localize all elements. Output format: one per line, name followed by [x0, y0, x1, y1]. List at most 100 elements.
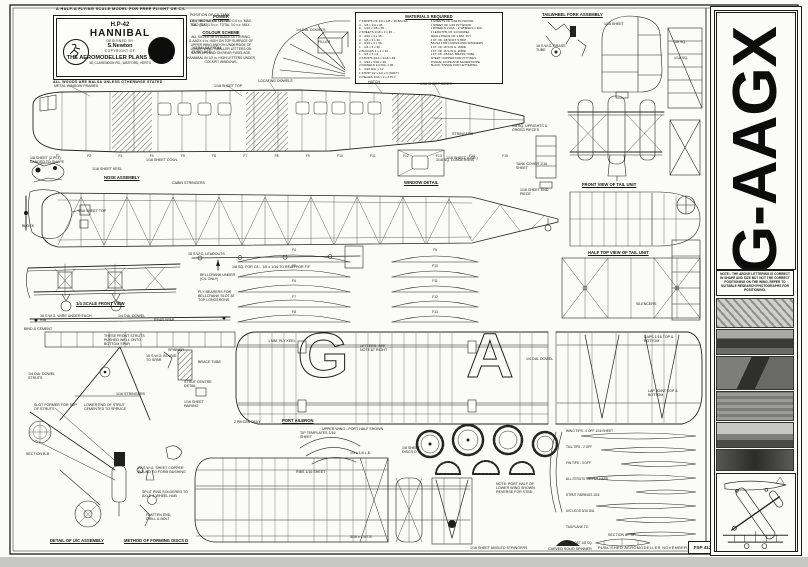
callout: SECTION AT TIP [608, 533, 636, 537]
former-label: F10 [337, 154, 343, 158]
callout: 1/16 SHEET TOP [214, 84, 243, 88]
former-label: F9 [305, 154, 310, 158]
engine-nacelle-details [24, 159, 91, 239]
callout: 5/16 x 1/4 T.E. [350, 535, 373, 539]
callout: TIP TEMPLATES 1/16 SHEET [300, 431, 336, 440]
three-view-drawing [716, 473, 796, 552]
photo-aircraft-side [716, 329, 794, 355]
photo-aircraft-dark [716, 449, 794, 471]
callout: 1/16 SHEET (LAM.) [446, 156, 478, 160]
former-label: F12 [402, 154, 409, 158]
fuselage-framework-view [41, 192, 559, 248]
colour-note-title: COLOUR SCHEME [202, 30, 240, 35]
power-note-title: POWER [213, 14, 229, 19]
centre-section-frame [561, 257, 701, 319]
strut-template-shapes [549, 431, 697, 537]
fin-rudder-outline [601, 15, 663, 99]
leadout-bar [191, 245, 364, 271]
materials-row: SMALL PIECE OF 1 MM. PLY [430, 33, 472, 38]
callout: SLOT FORMER FOR TOP OF STRUTS [34, 403, 77, 412]
rib-label: F8 [292, 310, 296, 314]
callout: 16 S.W.G. BOUND TO SPAR [146, 354, 177, 363]
colour-scheme-note: COLOUR SCHEME ALL SILVER WITH BLACK LETT… [178, 30, 264, 64]
materials-row: 4 .. 1/8 x 1/4 x 36 .. [359, 22, 385, 27]
callout: 18 S.W.G. WIRE UNDER EACH RIB [40, 314, 92, 323]
note-line: F/F - TWO 0.5 c.c. OR TWO 0.8 c.c. MAX. [190, 19, 252, 23]
model-number: H.P-42 [110, 22, 130, 28]
aps-runner-logo-icon [63, 39, 89, 65]
materials-row: 1 .. 3/16 DIA. x 12 [359, 67, 384, 72]
callout: 1/8 SQ. FOR C/L - 1/8 x 1/16 TO REAR FOR… [232, 265, 311, 269]
rib-templates-b [391, 255, 479, 323]
callout: TAILWHEEL FORK ASSEMBLY [542, 12, 603, 17]
callout: 22 S.W.G. SHEET COPPER BOUND TO FORM BUS… [138, 466, 186, 475]
former-label: F2 [87, 154, 92, 158]
materials-row: BLACK TISSUE FOR LETTERING [430, 63, 478, 68]
frame-ladder-detail [667, 27, 703, 109]
callout: LETTERS: SEE NOTE AT RIGHT [360, 344, 388, 353]
materials-row: 1 FT. OF 1/8 DIA. BRASS TUBE [430, 52, 475, 57]
callout: BELLCRANK UNDER (C/L ONLY) [200, 273, 236, 282]
callout: SECTION B-B [26, 452, 49, 456]
template-label: FIN TIPS - 3 OFF [566, 461, 591, 465]
note-line: G-AAGX 4 in. HIGH ON TOP SURFACE OF [188, 39, 254, 44]
materials-row: 7 STRIPS OF 1/8 x 1/8 x 36 BALSA [359, 20, 408, 23]
callout: THESE FRONT STRUTS PUSHED WELL ONTO BOTT… [104, 334, 145, 347]
note-line: HANNIBAL IN 1/2 in. HIGH LETTERS UNDER [186, 55, 256, 60]
materials-row: 4 LENGTHS OF 1/4 DOWEL [430, 30, 470, 35]
callout: 1/16 SHEET FAIRING [184, 400, 204, 409]
materials-row: 6 FT. OF 1/8 SOFT STRIP [430, 37, 467, 42]
photo-aircraft-field [716, 391, 794, 421]
wing-letter-g: G [297, 321, 348, 391]
materials-row: 3 FT. OF 18 S.W.G. WIRE [430, 44, 466, 49]
wing-registration-letters: G A [297, 320, 514, 391]
lower-wing-plan [194, 457, 471, 543]
former-label: F13 [436, 154, 442, 158]
template-label: FIN POST 1/8 SQ. [566, 541, 593, 545]
registration-lettering: G-AAGX [721, 26, 790, 270]
note-line: ALL SILVER WITH BLACK LETTERING. [191, 35, 251, 39]
materials-row: TISSUE, DOPE AND SILVER DOPE [430, 59, 480, 64]
callout: HALF TOP VIEW OF TAIL UNIT [588, 250, 649, 255]
rib-label: F11 [432, 279, 438, 283]
callout: CARVED SOLID SPINNER [548, 547, 592, 551]
tailwheel-assembly-detail [545, 21, 587, 57]
callout: 1/4 DIA. DOWEL STRUTS [28, 372, 56, 381]
callout: WINDOW DETAIL [404, 180, 439, 185]
tailplane-top-view [569, 191, 701, 247]
callout: LINE BETWEEN THESE TWO (C.L.) [190, 19, 230, 28]
callout: NOTE: PORT HALF OF LOWER WING SHOWN. REV… [496, 482, 536, 495]
template-label: U/C LEGS 3/16 DIA. [566, 509, 596, 513]
spinner-and-section [556, 538, 651, 547]
black-disc-logo [148, 37, 175, 64]
callout: POSITION OF C/L TANK [190, 13, 230, 17]
callout: 1/16 SHEET COWL [146, 158, 178, 162]
wing-letter-a: A [466, 321, 514, 391]
former-label: F8 [274, 154, 279, 158]
publisher-address: 38, CLARENDON RD., WATFORD, HERTS [89, 61, 151, 65]
misc-fittings-column [669, 119, 701, 321]
rib-label: F6 [292, 279, 296, 283]
materials-row: 6 .. 1/16 x 1/8 x 36 .. [359, 26, 387, 31]
template-label: ALL STRUTS 1/8 x 1/4 HARD [566, 477, 609, 481]
materials-row: 2 WHEELS 2 DIA. - 2 WHEELS 1 DIA. [430, 26, 483, 31]
callout: 1/4 SCALE FRONT VIEW [76, 301, 125, 306]
callout: DETAIL OF U/C ASSEMBLY [50, 538, 104, 543]
fuselage-side-view [32, 79, 525, 153]
callout: METHOD OF FORMING DISCS D [124, 538, 189, 543]
side-panel: G-AAGX NOTE:- THE ABOVE LETTERING IS COR… [710, 6, 802, 556]
callout: 1/8 SQ. UPRIGHTS & CROSS PIECES [512, 124, 548, 133]
callout: RIBS 1/16 SHEET [296, 470, 326, 474]
materials-row: 2 BLOCKS 1 x 2 x 12 .. [359, 48, 391, 53]
callout: LAP JOINT TOP & BOTTOM [648, 389, 678, 398]
callout: 1/16 SHEET SIDES [420, 82, 452, 86]
callout: FILLER [318, 40, 331, 44]
designer-name: S.Newton [107, 43, 133, 49]
materials-row: 3 .. 3/32 x 3 x 36 .. [359, 33, 385, 38]
designed-by-label: DESIGNED BY [106, 39, 134, 43]
tail-front-view [567, 95, 665, 182]
window-detail-inset [397, 149, 445, 177]
